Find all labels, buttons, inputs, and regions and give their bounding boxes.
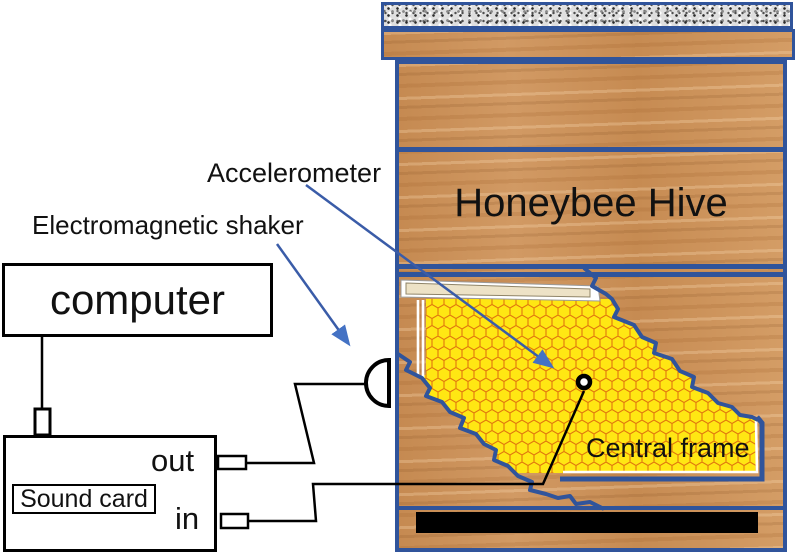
in-connector-plug — [219, 512, 250, 530]
computer-connector-plug — [33, 407, 52, 437]
accelerometer-to-in-wire — [247, 390, 586, 523]
shaker-icon — [364, 357, 391, 409]
hive-box-divider — [399, 147, 783, 152]
accelerometer-label: Accelerometer — [207, 158, 382, 188]
sound-card-label: Sound card — [20, 484, 148, 513]
accelerometer-arrow — [305, 183, 555, 369]
cutaway-tear-left — [396, 352, 605, 511]
out-to-shaker-wire — [246, 382, 365, 465]
port-out-label: out — [151, 443, 195, 478]
shaker-arrow — [275, 243, 351, 347]
hive-entrance-slot — [416, 512, 758, 533]
computer-box: computer — [2, 263, 273, 337]
out-connector-plug — [216, 454, 248, 471]
hive-roof-board — [381, 29, 795, 60]
accelerometer-icon — [575, 373, 593, 391]
sound-card-badge: Sound card — [12, 484, 156, 514]
cutaway-tear-right — [582, 266, 759, 422]
frame-edge-left — [416, 300, 425, 380]
electromagnetic-shaker-label: Electromagnetic shaker — [32, 210, 304, 240]
frame-edge-bottom-right-white — [563, 420, 759, 474]
hive-box-divider — [399, 264, 783, 269]
hive-title: Honeybee Hive — [454, 181, 728, 225]
computer-label: computer — [49, 276, 226, 323]
frame-edge-bottom-right-blue — [560, 415, 765, 482]
hive-top-cover — [381, 2, 793, 29]
central-frame-label: Central frame — [586, 433, 750, 463]
hive-box-divider — [399, 506, 783, 510]
port-in-label: in — [175, 501, 200, 536]
